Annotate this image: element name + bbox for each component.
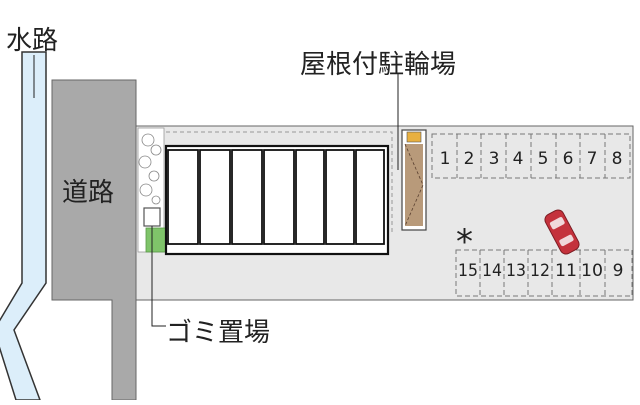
parking-space-number: 11 (555, 261, 577, 281)
bike-parking-roof (405, 144, 423, 226)
parking-space-number: 2 (464, 149, 475, 169)
garbage-area-label: ゴミ置場 (166, 318, 271, 348)
parking-row-top: 1 2 3 4 5 6 7 8 (431, 133, 631, 179)
parking-space-number: 1 (440, 149, 451, 169)
parking-space-number: 4 (513, 149, 524, 169)
waterway-label: 水路 (6, 26, 59, 56)
parking-space-number: 5 (538, 149, 549, 169)
parking-space-number: 10 (581, 261, 603, 281)
parking-space-number: 14 (482, 261, 502, 281)
bike-parking-label: 屋根付駐輪場 (300, 50, 457, 80)
parking-space-number: 9 (613, 261, 624, 281)
parking-space-number: 12 (530, 261, 550, 281)
parking-space-number: 8 (612, 149, 623, 169)
parking-space-number: 6 (563, 149, 574, 169)
leader-garbage (151, 226, 166, 327)
vacancy-asterisk: * (456, 222, 473, 262)
waterway (0, 51, 47, 401)
building (164, 144, 390, 256)
tree-icons (138, 133, 162, 205)
car-icon (544, 209, 580, 255)
parking-space-number: 13 (506, 261, 526, 281)
site-boundary (166, 131, 393, 232)
parking-space-number: 3 (489, 149, 500, 169)
parking-row-bottom: 15 14 13 12 11 10 9 (455, 249, 633, 297)
parking-space-number: 15 (458, 261, 478, 281)
bike-parking-marker (406, 131, 422, 143)
road-label: 道路 (62, 178, 115, 208)
road (51, 79, 137, 401)
garbage-area (143, 207, 161, 227)
green-planting (145, 227, 167, 253)
parking-space-number: 7 (587, 149, 598, 169)
